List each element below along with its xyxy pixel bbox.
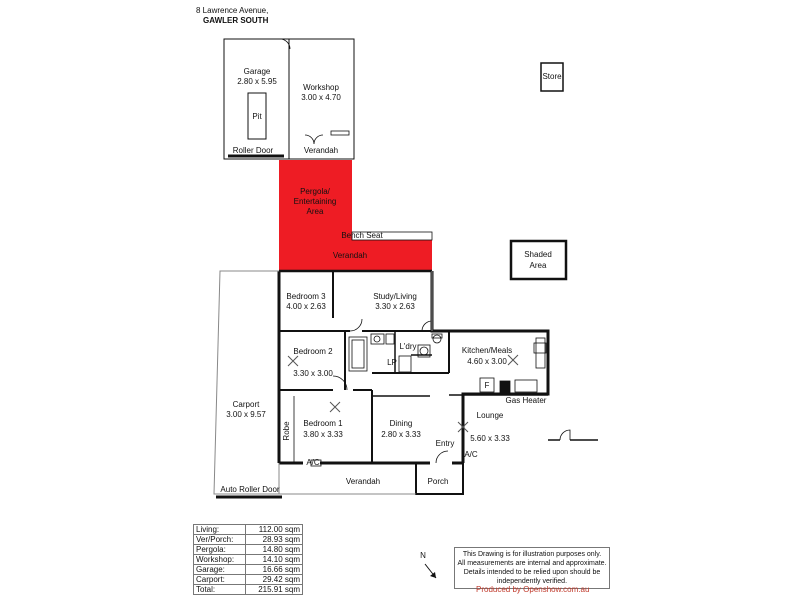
shaded-line1: Shaded bbox=[524, 250, 552, 259]
area-value: 14.80 sqm bbox=[245, 544, 303, 555]
bedroom2-name: Bedroom 2 bbox=[293, 347, 333, 356]
ac-label-1: A/C bbox=[306, 458, 320, 467]
workshop-name: Workshop bbox=[303, 83, 339, 92]
address-street: 8 Lawrence Avenue, bbox=[196, 6, 269, 15]
bedroom1-name: Bedroom 1 bbox=[303, 419, 343, 428]
bench-seat bbox=[351, 231, 433, 241]
area-label: Ver/Porch: bbox=[192, 534, 247, 545]
area-value: 28.93 sqm bbox=[245, 534, 303, 545]
verandah-red-label: Verandah bbox=[333, 251, 367, 260]
area-value: 16.66 sqm bbox=[245, 564, 303, 575]
address-suburb: GAWLER SOUTH bbox=[203, 16, 269, 25]
area-value: 29.42 sqm bbox=[245, 574, 303, 585]
robe-label: Robe bbox=[282, 421, 291, 441]
area-label: Total: bbox=[192, 584, 247, 595]
fridge-label: F bbox=[485, 381, 490, 390]
bedroom3-dims: 4.00 x 2.63 bbox=[286, 302, 326, 311]
north-arrow: N bbox=[420, 551, 437, 579]
lp-label: LP bbox=[387, 358, 397, 367]
roller-door-label: Roller Door bbox=[233, 146, 274, 155]
disclaimer-line: This Drawing is for illustration purpose… bbox=[462, 551, 602, 558]
area-value: 14.10 sqm bbox=[245, 554, 303, 565]
table-row: Pergola:14.80 sqm bbox=[192, 544, 303, 555]
disclaimer-box: This Drawing is for illustration purpose… bbox=[454, 547, 610, 589]
area-label: Carport: bbox=[192, 574, 247, 585]
ceiling-fans bbox=[287, 354, 519, 433]
carport-name: Carport bbox=[233, 400, 260, 409]
laundry-label: L'dry bbox=[399, 342, 416, 351]
workshop-dims: 3.00 x 4.70 bbox=[301, 93, 341, 102]
bedroom3-name: Bedroom 3 bbox=[286, 292, 326, 301]
area-value: 215.91 sqm bbox=[245, 584, 303, 595]
gas-heater-label: Gas Heater bbox=[506, 396, 547, 405]
entry-label: Entry bbox=[436, 439, 455, 448]
pit-label: Pit bbox=[252, 112, 262, 121]
table-row: Garage:16.66 sqm bbox=[192, 564, 303, 575]
carport-outline bbox=[213, 270, 433, 495]
table-row: Total:215.91 sqm bbox=[192, 584, 303, 595]
bedroom1-dims: 3.80 x 3.33 bbox=[303, 430, 343, 439]
auto-roller-label: Auto Roller Door bbox=[220, 485, 279, 494]
area-label: Garage: bbox=[192, 564, 247, 575]
shaded-area-box bbox=[509, 239, 568, 281]
verandah-top-label: Verandah bbox=[304, 146, 338, 155]
room-labels: Garage 2.80 x 5.95 Pit Workshop 3.00 x 4… bbox=[220, 67, 562, 494]
store-box bbox=[540, 62, 564, 92]
kitchen-dims: 4.60 x 3.00 bbox=[467, 357, 507, 366]
table-row: Carport:29.42 sqm bbox=[192, 574, 303, 585]
lounge-dims: 5.60 x 3.33 bbox=[470, 434, 510, 443]
table-row: Living:112.00 sqm bbox=[192, 524, 303, 535]
dining-name: Dining bbox=[390, 419, 413, 428]
garage-dims: 2.80 x 5.95 bbox=[237, 77, 277, 86]
verandah-bottom-label: Verandah bbox=[346, 477, 380, 486]
pergola-line1: Pergola/ bbox=[300, 187, 331, 196]
area-label: Living: bbox=[192, 524, 247, 535]
disclaimer-line: independently verified. bbox=[496, 578, 568, 585]
porch-label: Porch bbox=[428, 477, 449, 486]
table-row: Ver/Porch:28.93 sqm bbox=[192, 534, 303, 545]
shaded-line2: Area bbox=[530, 261, 547, 270]
pergola-line2: Entertaining bbox=[294, 197, 337, 206]
ac-label-2: A/C bbox=[464, 450, 478, 459]
north-label: N bbox=[420, 551, 426, 560]
carport-dims: 3.00 x 9.57 bbox=[226, 410, 266, 419]
table-row: Workshop:14.10 sqm bbox=[192, 554, 303, 565]
produced-by: Produced by Openshow.com.au bbox=[476, 585, 590, 594]
pergola-area bbox=[279, 160, 352, 240]
address-header: 8 Lawrence Avenue, GAWLER SOUTH bbox=[196, 6, 268, 26]
verandah-red-area bbox=[279, 240, 432, 271]
area-label: Workshop: bbox=[192, 554, 247, 565]
disclaimer-line: Details intended to be relied upon shoul… bbox=[463, 569, 601, 576]
bedroom2-dims: 3.30 x 3.00 bbox=[293, 369, 333, 378]
area-table: Living:112.00 sqm Ver/Porch:28.93 sqm Pe… bbox=[192, 524, 303, 595]
disclaimer-line: All measurements are internal and approx… bbox=[457, 560, 607, 567]
store-label: Store bbox=[542, 72, 562, 81]
fixtures bbox=[310, 333, 547, 467]
door-swings bbox=[332, 318, 571, 464]
study-name: Study/Living bbox=[373, 292, 417, 301]
lounge-name: Lounge bbox=[477, 411, 504, 420]
area-label: Pergola: bbox=[192, 544, 247, 555]
garage-block bbox=[223, 38, 355, 160]
garage-name: Garage bbox=[244, 67, 271, 76]
pergola-line3: Area bbox=[307, 207, 324, 216]
kitchen-name: Kitchen/Meals bbox=[462, 346, 512, 355]
bench-seat-label: Bench Seat bbox=[341, 231, 383, 240]
house-walls bbox=[277, 269, 550, 495]
area-value: 112.00 sqm bbox=[245, 524, 303, 535]
study-dims: 3.30 x 2.63 bbox=[375, 302, 415, 311]
dining-dims: 2.80 x 3.33 bbox=[381, 430, 421, 439]
